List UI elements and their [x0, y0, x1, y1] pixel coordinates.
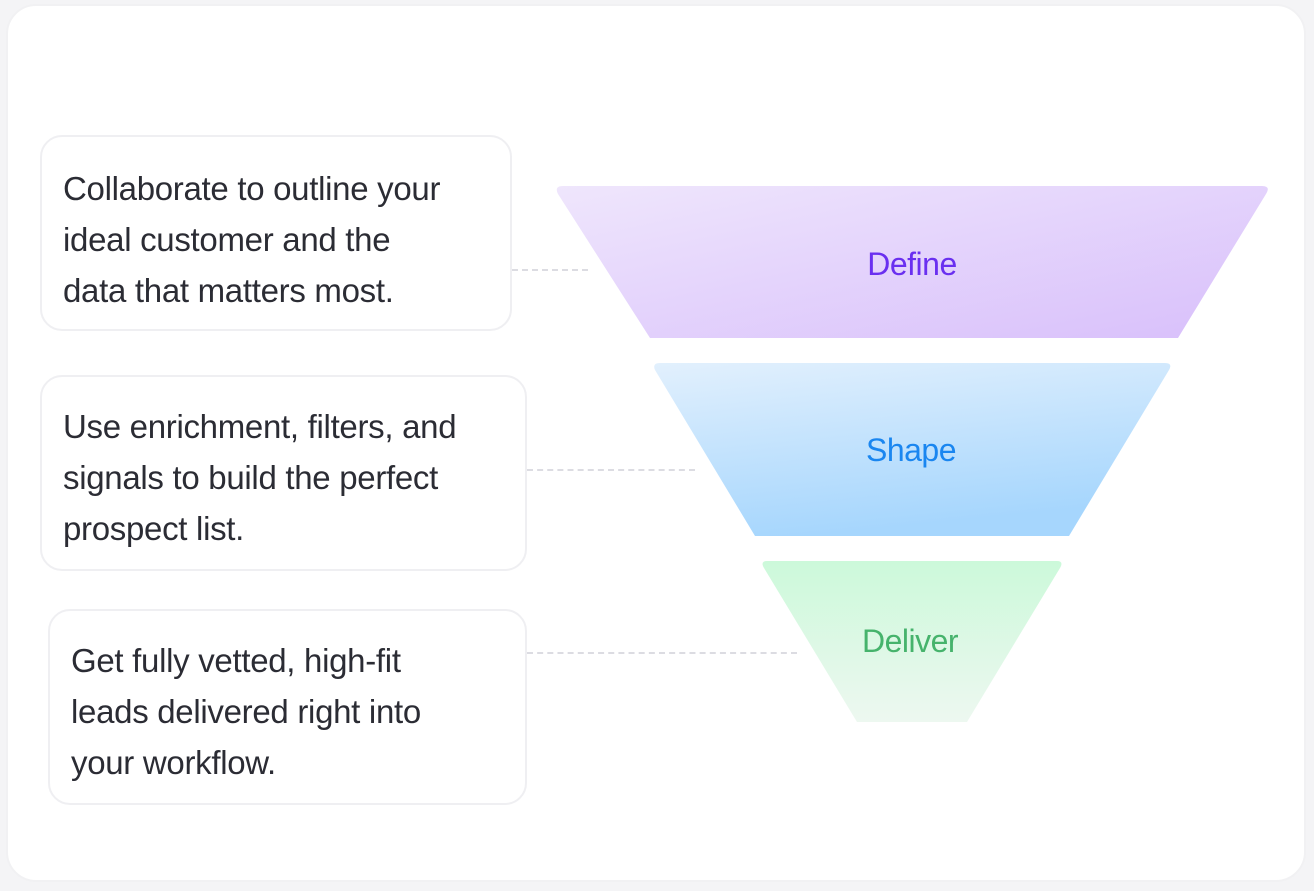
description-line: signals to build the perfect [63, 459, 438, 496]
funnel-stage-define [556, 186, 1268, 338]
funnel-stage-deliver [762, 561, 1062, 722]
funnel-stage-shape [654, 363, 1171, 536]
description-line: Use enrichment, filters, and [63, 408, 457, 445]
description-line: data that matters most. [63, 272, 394, 309]
connector-shape [527, 469, 695, 471]
description-line: prospect list. [63, 510, 245, 547]
connector-define [512, 269, 588, 271]
step-shape-description: Use enrichment, filters, and signals to … [40, 375, 527, 571]
description-line: Collaborate to outline your [63, 170, 441, 207]
description-line: Get fully vetted, high-fit [71, 642, 401, 679]
description-line: leads delivered right into [71, 693, 421, 730]
description-line: your workflow. [71, 744, 276, 781]
stage-label-shape: Shape [866, 432, 956, 468]
stage-label-deliver: Deliver [862, 623, 959, 659]
connector-deliver [527, 652, 797, 654]
description-line: ideal customer and the [63, 221, 391, 258]
step-deliver-description: Get fully vetted, high-fit leads deliver… [48, 609, 527, 805]
step-define-description: Collaborate to outline your ideal custom… [40, 135, 512, 331]
stage-label-define: Define [867, 246, 957, 282]
